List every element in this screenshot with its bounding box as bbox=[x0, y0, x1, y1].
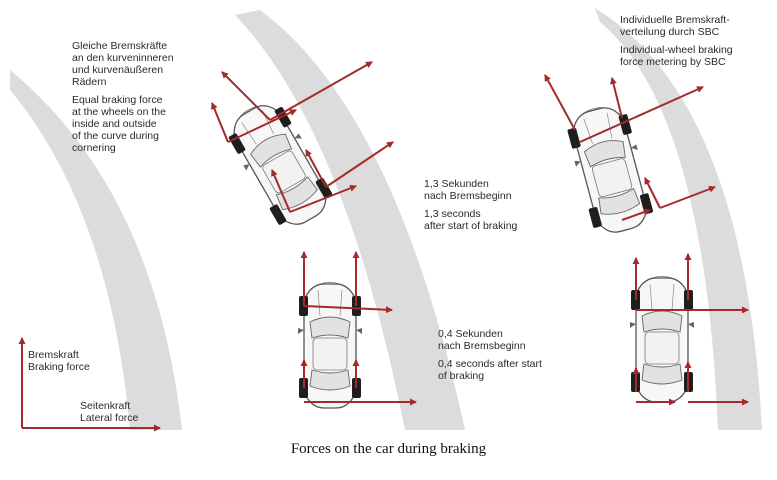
car2-force-arrows bbox=[300, 251, 417, 406]
label-t13-en-1: 1,3 seconds bbox=[424, 208, 481, 220]
label-sbc-de-1: Individuelle Bremskraft- bbox=[620, 14, 730, 26]
legend-lateral-force: Seitenkraft Lateral force bbox=[80, 400, 138, 424]
car4-force-arrows bbox=[632, 253, 749, 406]
label-t04-en-1: 0,4 seconds after start bbox=[438, 358, 542, 370]
legend-lateral-en: Lateral force bbox=[80, 412, 139, 424]
label-equal-de-4: Rädern bbox=[72, 76, 107, 88]
car-equal-force-straight bbox=[297, 281, 363, 409]
label-equal-en-1: Equal braking force bbox=[72, 94, 163, 106]
label-sbc-en-1: Individual-wheel braking bbox=[620, 44, 733, 56]
car-sbc-tilted bbox=[562, 99, 658, 239]
legend-lateral-de: Seitenkraft bbox=[80, 400, 131, 412]
road-strip-right bbox=[595, 8, 762, 430]
label-equal-de-1: Gleiche Bremskräfte bbox=[72, 40, 168, 52]
label-t04-en-2: of braking bbox=[438, 370, 485, 382]
car1-force-arrows bbox=[211, 61, 394, 213]
label-1-3-seconds: 1,3 Sekunden nach Bremsbeginn 1,3 second… bbox=[424, 178, 517, 232]
label-equal-de-2: an den kurveninneren bbox=[72, 52, 174, 64]
label-sbc-de-2: verteilung durch SBC bbox=[620, 26, 720, 38]
label-t13-de-2: nach Bremsbeginn bbox=[424, 190, 512, 202]
label-equal-de-3: und kurvenäußeren bbox=[72, 64, 164, 76]
label-equal-en-3: inside and outside bbox=[72, 118, 157, 130]
label-sbc-en-2: force metering by SBC bbox=[620, 56, 726, 68]
figure-caption: Forces on the car during braking bbox=[290, 441, 487, 457]
label-equal-en-5: cornering bbox=[72, 142, 116, 154]
legend-brake-de: Bremskraft bbox=[28, 349, 79, 361]
label-equal-en-4: of the curve during bbox=[72, 130, 159, 142]
label-equal-en-2: at the wheels on the bbox=[72, 106, 166, 118]
label-0-4-seconds: 0,4 Sekunden nach Bremsbeginn 0,4 second… bbox=[438, 328, 542, 382]
car3-force-arrows bbox=[544, 74, 716, 221]
road-strip-middle bbox=[235, 10, 465, 430]
road-strip-left bbox=[10, 70, 182, 430]
label-t13-en-2: after start of braking bbox=[424, 220, 518, 232]
legend-braking-force: Bremskraft Braking force bbox=[28, 349, 90, 373]
car-sbc-straight bbox=[629, 275, 695, 403]
label-t04-de-2: nach Bremsbeginn bbox=[438, 340, 526, 352]
label-t04-de-1: 0,4 Sekunden bbox=[438, 328, 503, 340]
label-equal-force: Gleiche Bremskräfte an den kurveninneren… bbox=[72, 40, 174, 154]
label-sbc: Individuelle Bremskraft- verteilung durc… bbox=[620, 14, 733, 68]
label-t13-de-1: 1,3 Sekunden bbox=[424, 178, 489, 190]
legend-brake-en: Braking force bbox=[28, 361, 90, 373]
